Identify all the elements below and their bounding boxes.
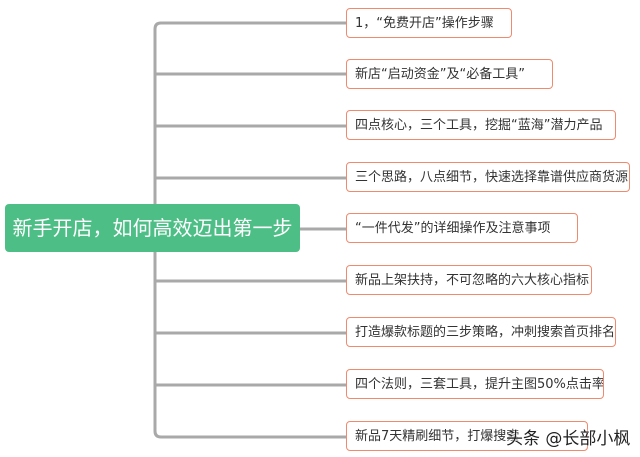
branch-topic-2[interactable]: 新店“启动资金”及“必备工具” (346, 59, 553, 89)
branch-topic-1[interactable]: 1，“免费开店”操作步骤 (346, 8, 512, 38)
branch-topic-9[interactable]: 新品7天精刷细节，打爆搜索 (346, 421, 588, 451)
branch-topic-4[interactable]: 三个思路，八点细节，快速选择靠谱供应商货源 (346, 162, 630, 192)
branch-topic-3[interactable]: 四点核心，三个工具，挖掘“蓝海”潜力产品 (346, 110, 616, 140)
branch-topic-8[interactable]: 四个法则，三套工具，提升主图50%点击率 (346, 369, 604, 399)
watermark: 头条 @长部小枫 (506, 429, 631, 449)
branch-topic-7[interactable]: 打造爆款标题的三步策略，冲刺搜索首页排名 (346, 317, 616, 347)
branch-topic-6[interactable]: 新品上架扶持，不可忽略的六大核心指标 (346, 265, 592, 295)
trunk-top (153, 21, 346, 204)
branch-topic-5[interactable]: “一件代发”的详细操作及注意事项 (346, 213, 578, 243)
root-topic[interactable]: 新手开店，如何高效迈出第一步 (5, 204, 300, 252)
trunk-bottom (153, 252, 346, 439)
